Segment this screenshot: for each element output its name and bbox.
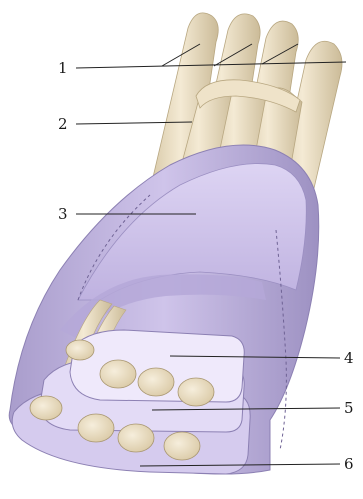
label-5: 5 bbox=[344, 401, 354, 416]
tendon-section-b0 bbox=[66, 340, 94, 360]
tendon-section-b3 bbox=[164, 432, 200, 460]
tendon-section-a2 bbox=[138, 368, 174, 396]
label-6: 6 bbox=[344, 457, 354, 472]
tendon-section-b1 bbox=[78, 414, 114, 442]
tendon-section-a1 bbox=[100, 360, 136, 388]
tendon-section-b2 bbox=[118, 424, 154, 452]
tendon-section-a3 bbox=[178, 378, 214, 406]
label-2: 2 bbox=[58, 117, 68, 132]
tendon-section-c0 bbox=[30, 396, 62, 420]
label-3: 3 bbox=[58, 207, 68, 222]
label-4: 4 bbox=[344, 351, 354, 366]
label-1: 1 bbox=[58, 61, 68, 76]
